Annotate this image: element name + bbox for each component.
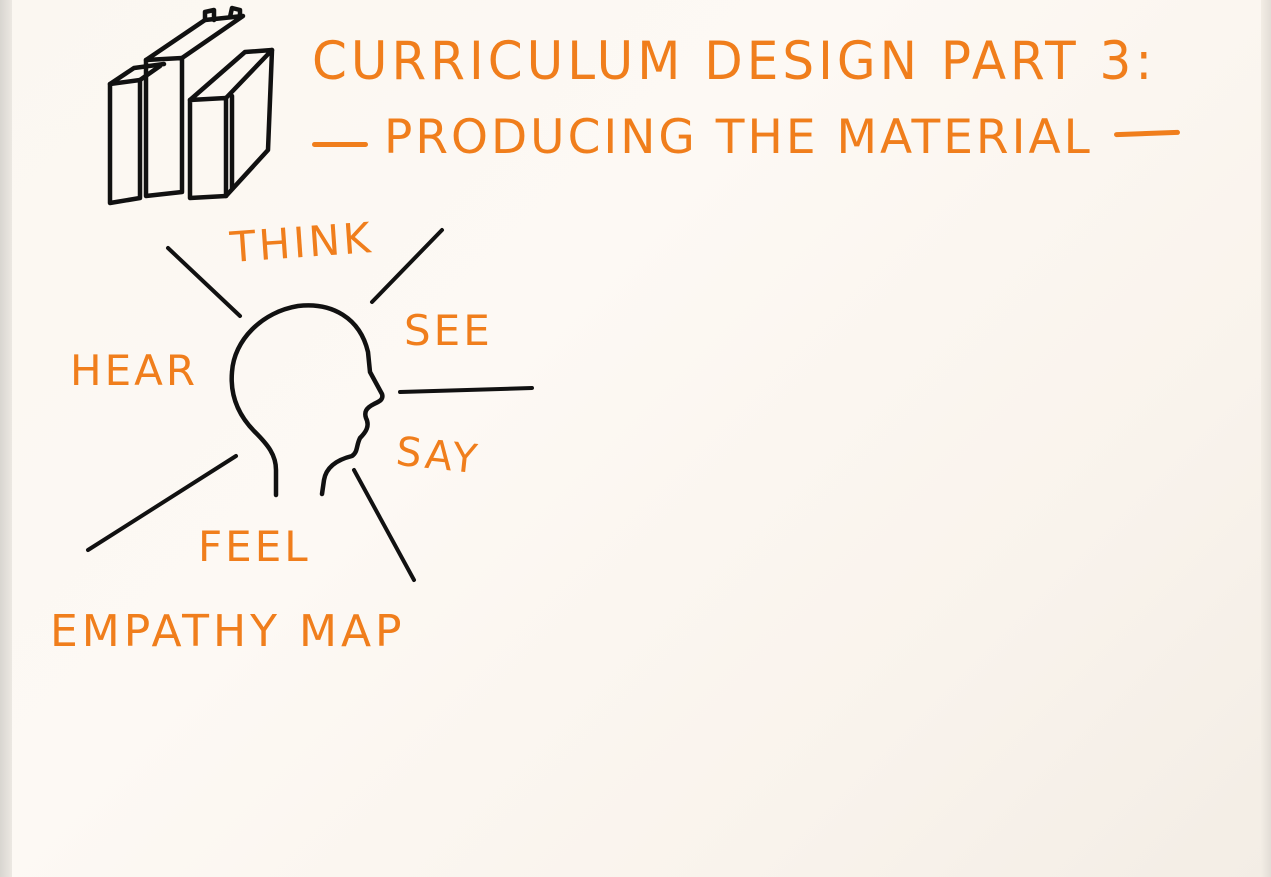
label-feel: FEEL	[198, 522, 311, 571]
title-dash-left	[312, 142, 368, 147]
label-think: THINK	[228, 213, 376, 272]
title-line-1: CURRICULUM DESIGN PART 3:	[312, 30, 1157, 92]
title-line-2: PRODUCING THE MATERIAL	[384, 110, 1093, 165]
ray-right	[398, 386, 534, 394]
empathy-rays	[86, 228, 534, 582]
label-hear: HEAR	[70, 346, 199, 395]
label-see: SEE	[404, 306, 493, 355]
ray-upper-left	[166, 246, 242, 318]
ray-upper-right	[370, 228, 444, 304]
board-right-edge	[1261, 0, 1271, 877]
ray-lower-right	[352, 468, 416, 582]
caption-empathy-map: EMPATHY MAP	[50, 606, 406, 657]
board-left-edge	[0, 0, 12, 877]
label-say: SAY	[393, 428, 483, 484]
ray-lower-left	[86, 454, 238, 552]
books-icon	[107, 5, 275, 206]
head-profile-icon	[229, 303, 385, 498]
